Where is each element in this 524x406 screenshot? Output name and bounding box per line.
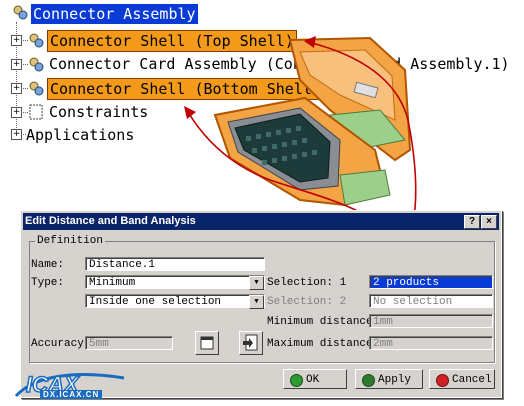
min-distance-label: Minimum distance: [267,316,380,328]
cancel-icon [436,374,449,387]
document-arrow-icon [243,334,258,351]
expand-toggle[interactable]: + [11,129,22,140]
accuracy-label: Accuracy: [31,338,91,350]
band-analysis-button[interactable] [195,331,219,355]
selection2-label: Selection: 2 [267,296,347,308]
selection2-field[interactable]: No selection [369,294,493,308]
dialog-title-bar[interactable]: Edit Distance and Band Analysis ? × [23,213,499,230]
expand-toggle[interactable]: + [11,35,22,46]
dropdown-arrow-icon[interactable]: ▼ [249,276,264,290]
product-icon [29,81,44,96]
type-combo[interactable]: Minimum ▼ [85,275,265,290]
dialog-title: Edit Distance and Band Analysis [25,215,196,227]
tree-item-constraints[interactable]: Constraints [49,103,149,121]
constraints-icon [29,104,43,120]
tree-item-bottom-shell[interactable]: Connector Shell (Bottom Shell) [47,78,324,100]
help-button[interactable]: ? [464,215,480,229]
max-distance-field[interactable]: 2mm [369,336,493,350]
type-value: Minimum [89,277,136,289]
ok-label: OK [306,374,320,386]
accuracy-field[interactable]: 5mm [85,336,173,350]
selection1-label: Selection: 1 [267,277,347,289]
connector-bottom-shell[interactable] [213,96,391,207]
tree-root-connector-assembly[interactable]: Connector Assembly [31,4,198,24]
assembly-icon [13,5,28,20]
export-results-button[interactable] [239,331,263,355]
tree-connector-line [16,22,17,134]
product-icon [29,57,44,72]
type-label: Type: [31,277,65,289]
apply-label: Apply [378,374,412,386]
arrowheads [184,36,316,119]
ok-button[interactable]: OK [283,369,347,389]
tree-item-applications[interactable]: Applications [26,126,135,144]
expand-toggle[interactable]: + [11,83,22,94]
product-icon [29,33,44,48]
definition-group [29,241,495,363]
max-distance-label: Maximum distance: [267,338,380,350]
name-label: Name: [31,259,65,271]
min-distance-field[interactable]: 1mm [369,314,493,328]
ok-icon [290,374,303,387]
cancel-button[interactable]: Cancel [429,369,495,389]
apply-icon [362,374,375,387]
tree-item-top-shell[interactable]: Connector Shell (Top Shell) [47,30,297,52]
mode-value: Inside one selection [89,296,222,308]
close-button[interactable]: × [481,215,497,229]
name-field[interactable]: Distance.1 [85,257,265,271]
watermark-site: DX.ICAX.CN [40,390,103,399]
window-icon [200,336,214,350]
dropdown-arrow-icon[interactable]: ▼ [249,295,264,309]
expand-toggle[interactable]: + [11,107,22,118]
expand-toggle[interactable]: + [11,59,22,70]
mode-combo[interactable]: Inside one selection ▼ [85,294,265,309]
selection1-field[interactable]: 2 products [369,275,493,289]
edit-distance-dialog: Edit Distance and Band Analysis ? × Defi… [20,210,502,398]
definition-label: Definition [35,235,106,247]
apply-button[interactable]: Apply [355,369,423,389]
cancel-label: Cancel [452,374,492,386]
